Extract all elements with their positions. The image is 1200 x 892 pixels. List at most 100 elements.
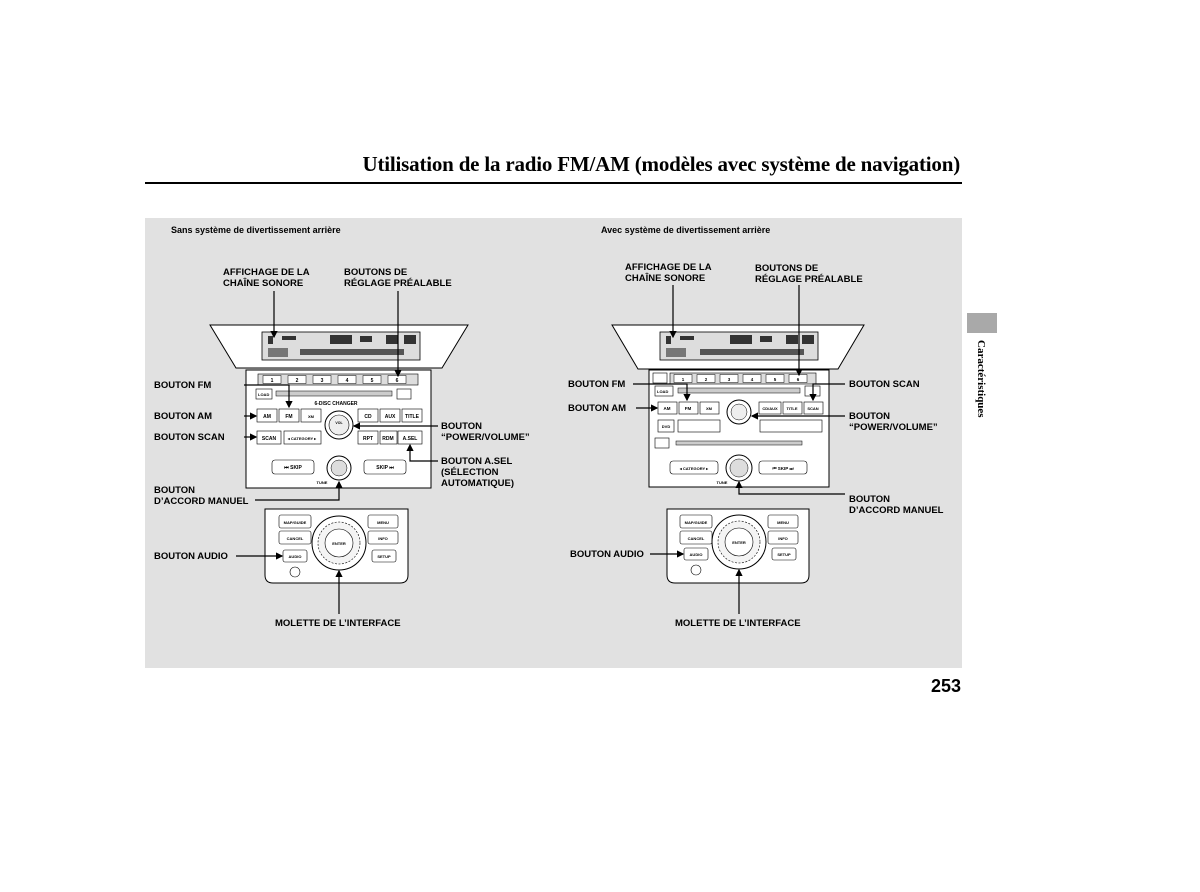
preset-5-button[interactable] — [362, 375, 382, 384]
eject-button[interactable] — [396, 388, 412, 400]
load-button[interactable] — [255, 388, 273, 400]
cancel-button[interactable] — [278, 530, 312, 545]
svg-text:INFO: INFO — [778, 536, 788, 541]
svg-text:3: 3 — [728, 377, 731, 382]
preset-6-label: 6 — [396, 378, 399, 384]
r-info-button[interactable] — [767, 530, 799, 545]
r-enter-button[interactable] — [724, 527, 754, 557]
svg-text:DVD: DVD — [662, 424, 671, 429]
svg-text:MENU: MENU — [777, 520, 789, 525]
changer-label: 6-DISC CHANGER — [314, 401, 357, 407]
preset-3-button[interactable] — [312, 375, 332, 384]
r-preset-1-button[interactable] — [673, 374, 693, 383]
svg-text:AM: AM — [263, 414, 271, 420]
svg-text:SCAN: SCAN — [262, 436, 277, 442]
svg-text:MAP/GUIDE: MAP/GUIDE — [284, 520, 307, 525]
title-button[interactable] — [401, 408, 423, 423]
left-audio-unit: 1 2 3 4 5 6 LOAD 6-DISC CHANGER AM FM XM… — [209, 324, 469, 489]
r-dvd-eject-button[interactable] — [654, 437, 670, 449]
svg-text:1: 1 — [682, 377, 685, 382]
cd-button[interactable] — [357, 408, 379, 423]
svg-text:INFO: INFO — [378, 536, 388, 541]
svg-text:AUDIO: AUDIO — [690, 552, 703, 557]
r-rear-source-buttons[interactable] — [759, 419, 823, 433]
svg-text:LOAD: LOAD — [657, 389, 668, 394]
left-display-segments — [268, 335, 416, 357]
setup-button[interactable] — [371, 549, 397, 563]
skip-back-button[interactable] — [271, 459, 315, 475]
preset-3-label: 3 — [321, 378, 324, 384]
right-nav-unit: MAP/GUIDE MENU CANCEL INFO AUDIO SETUP E… — [666, 508, 810, 584]
r-xm-button[interactable] — [699, 401, 720, 415]
xm-button[interactable] — [300, 408, 322, 423]
map-guide-button[interactable] — [278, 514, 312, 529]
r-voice-button[interactable] — [690, 564, 702, 576]
r-preset-4-button[interactable] — [742, 374, 762, 383]
load-label: LOAD — [258, 392, 269, 397]
voice-button[interactable] — [289, 566, 301, 578]
right-audio-unit: 1 2 3 4 5 6 LOAD AM FM XM CD/AUX TITLE S… — [611, 324, 865, 488]
r-rear-power-buttons[interactable] — [677, 419, 721, 433]
svg-text:◂ CATEGORY ▸: ◂ CATEGORY ▸ — [679, 466, 709, 471]
svg-text:CANCEL: CANCEL — [287, 536, 304, 541]
r-setup-button[interactable] — [771, 547, 797, 561]
r-cdaux-button[interactable] — [758, 401, 782, 415]
r-fm-button[interactable] — [678, 401, 699, 415]
svg-text:4: 4 — [751, 377, 754, 382]
tune-label: TUNE — [317, 480, 328, 485]
left-label-power: BOUTON “POWER/VOLUME” — [441, 421, 530, 443]
left-label-tune: BOUTON D’ACCORD MANUEL — [154, 485, 249, 507]
preset-1-button[interactable] — [262, 375, 282, 384]
r-dvd-button[interactable] — [657, 419, 675, 433]
r-disc-slot — [677, 387, 801, 394]
svg-text:RDM: RDM — [382, 436, 393, 442]
r-scan-button[interactable] — [803, 401, 824, 415]
svg-text:⏮ SKIP: ⏮ SKIP — [284, 465, 302, 471]
svg-text:ENTER: ENTER — [732, 540, 746, 545]
preset-4-label: 4 — [346, 378, 349, 384]
r-menu-button[interactable] — [767, 514, 799, 529]
r-title-button[interactable] — [782, 401, 803, 415]
right-label-display: AFFICHAGE DE LA CHAÎNE SONORE — [625, 262, 712, 284]
svg-text:XM: XM — [706, 406, 713, 411]
preset-2-button[interactable] — [287, 375, 307, 384]
r-preset-2-button[interactable] — [696, 374, 716, 383]
r-category-button[interactable] — [669, 460, 719, 475]
preset-4-button[interactable] — [337, 375, 357, 384]
r-map-guide-button[interactable] — [679, 514, 713, 529]
vol-label: VOL — [335, 421, 343, 425]
right-leader-lines — [633, 285, 845, 614]
svg-text:ENTER: ENTER — [332, 541, 346, 546]
r-preset-3-button[interactable] — [719, 374, 739, 383]
left-nav-unit: MAP/GUIDE MENU CANCEL INFO AUDIO SETUP E… — [264, 508, 409, 584]
svg-text:AUX: AUX — [385, 414, 396, 420]
r-fm-display-button — [652, 372, 668, 384]
r-skip-button[interactable] — [758, 460, 808, 475]
enter-button[interactable] — [324, 528, 354, 558]
left-label-fm: BOUTON FM — [154, 380, 212, 391]
rpt-button[interactable] — [357, 430, 379, 445]
aux-button[interactable] — [379, 408, 401, 423]
left-label-preset: BOUTONS DE RÉGLAGE PRÉALABLE — [344, 267, 452, 289]
left-leader-lines — [236, 291, 438, 614]
page-title: Utilisation de la radio FM/AM (modèles a… — [362, 152, 961, 176]
skip-forward-button[interactable] — [363, 459, 407, 475]
info-button[interactable] — [367, 530, 399, 545]
title-rule — [145, 182, 962, 184]
left-caption: Sans système de divertissement arrière — [171, 225, 341, 235]
category-button[interactable] — [283, 430, 322, 445]
fm-button[interactable] — [278, 408, 300, 423]
right-label-audio: BOUTON AUDIO — [570, 549, 644, 560]
svg-text:FM: FM — [685, 406, 692, 411]
r-preset-5-button[interactable] — [765, 374, 785, 383]
svg-text:RPT: RPT — [363, 436, 373, 442]
svg-text:TITLE: TITLE — [405, 414, 420, 420]
right-label-preset: BOUTONS DE RÉGLAGE PRÉALABLE — [755, 263, 863, 285]
svg-text:XM: XM — [308, 414, 315, 419]
menu-button[interactable] — [367, 514, 399, 529]
r-dvd-slot — [675, 440, 803, 446]
svg-text:MENU: MENU — [377, 520, 389, 525]
rdm-button[interactable] — [379, 430, 398, 445]
r-load-button[interactable] — [654, 385, 674, 397]
